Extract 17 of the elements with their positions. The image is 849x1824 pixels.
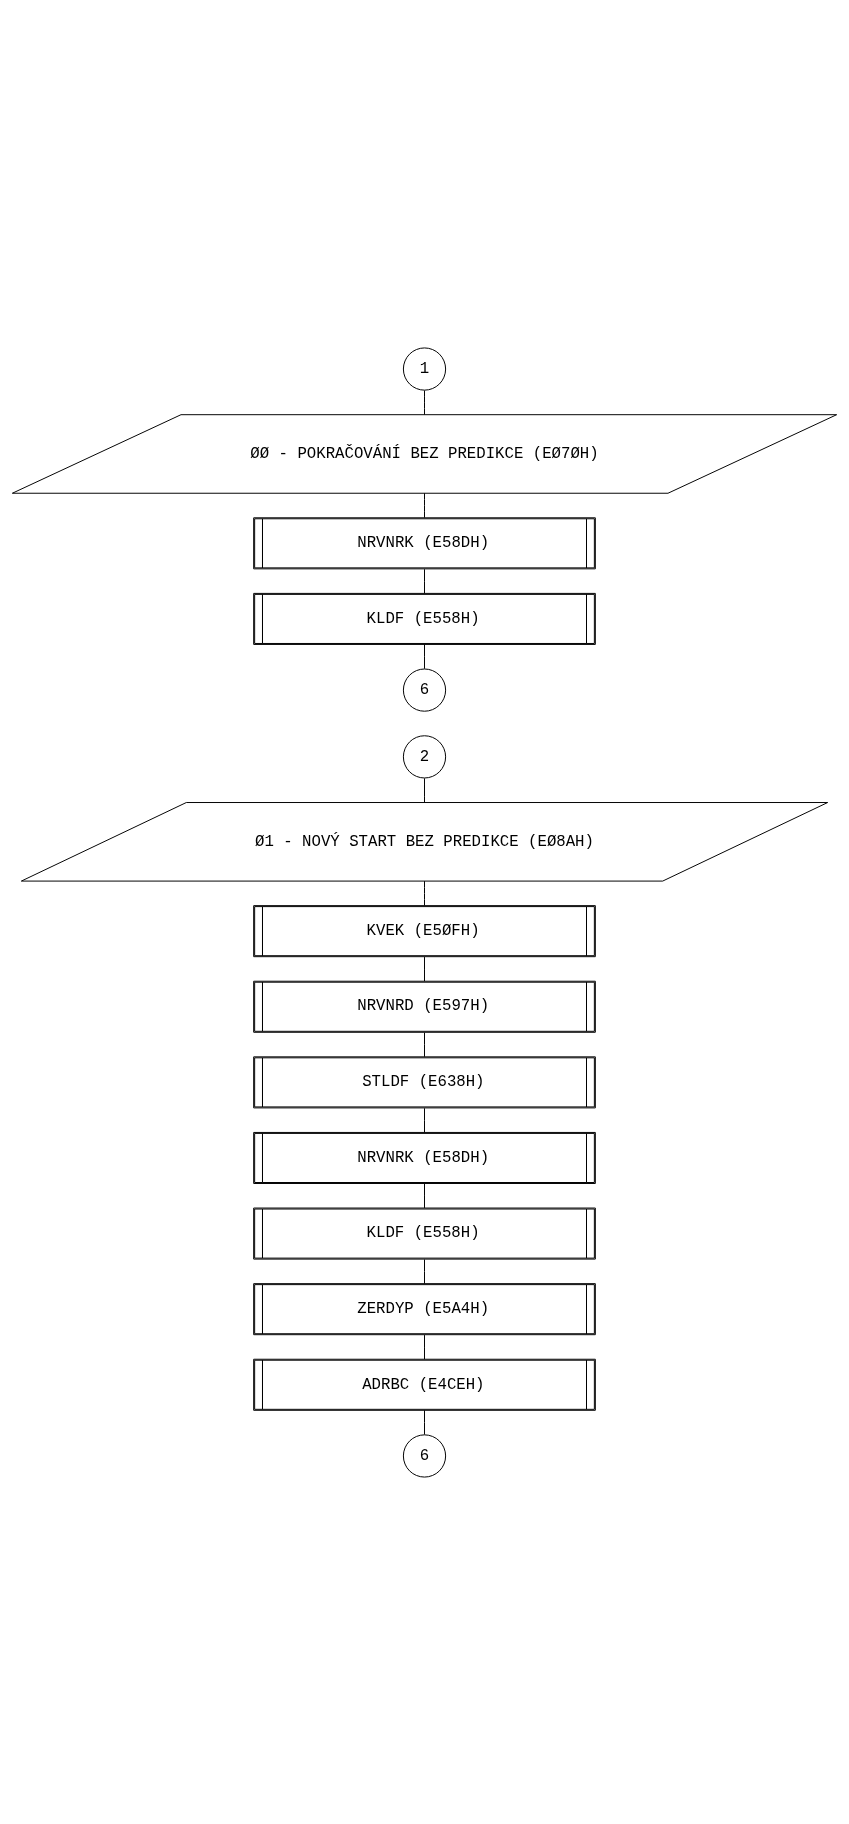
connector xyxy=(424,643,425,669)
node-circle: 2 xyxy=(402,734,447,778)
node-circle: 1 xyxy=(402,346,447,391)
node-circle: 6 xyxy=(402,1433,447,1478)
connector xyxy=(424,492,425,518)
connector xyxy=(424,956,425,982)
node-circle: 6 xyxy=(402,668,447,712)
connector xyxy=(424,389,425,415)
connector xyxy=(424,1258,425,1284)
connector xyxy=(424,568,425,594)
connector xyxy=(424,1334,425,1360)
connector xyxy=(424,777,425,803)
connector xyxy=(424,1107,425,1133)
connector xyxy=(424,1182,425,1208)
connector xyxy=(424,880,425,906)
connector xyxy=(424,1031,425,1057)
connector xyxy=(424,1409,425,1435)
